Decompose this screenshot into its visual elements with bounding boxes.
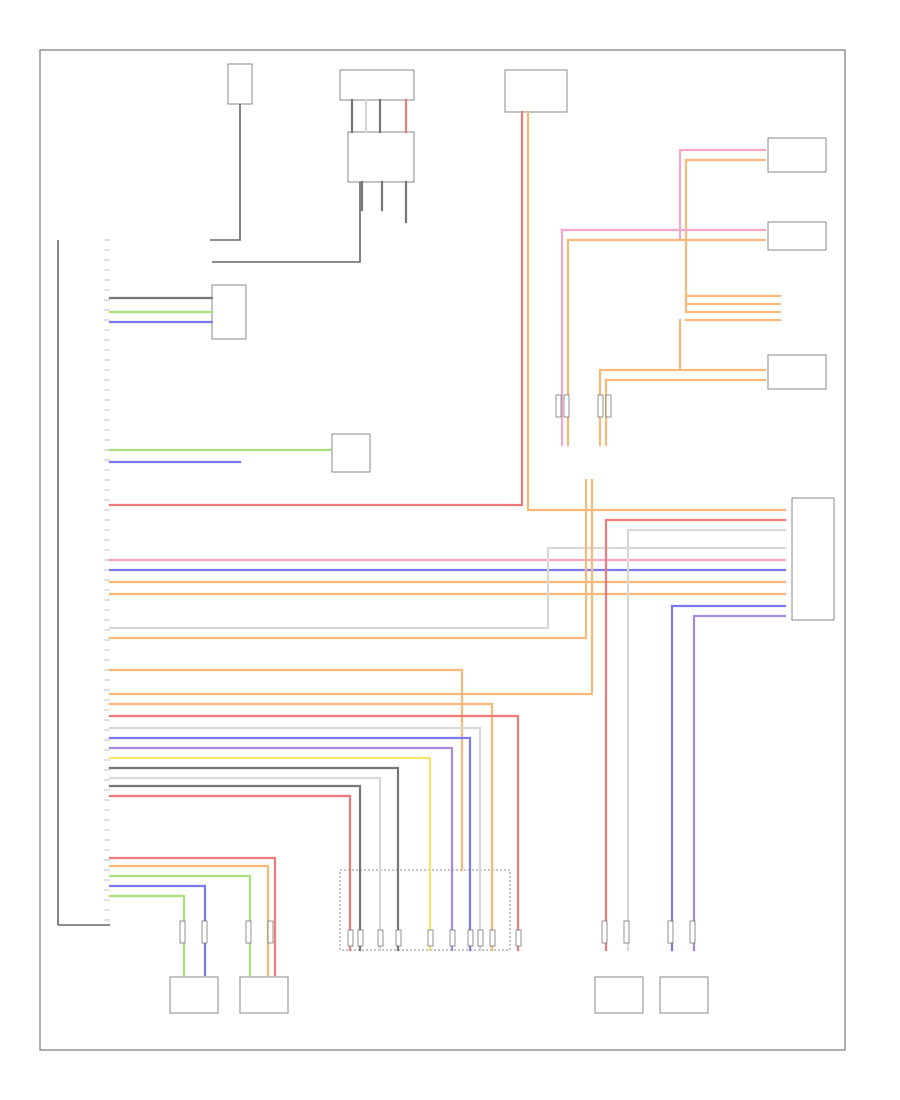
sub-lead-connector-3 <box>395 929 402 947</box>
sub-orange-b <box>108 702 494 952</box>
sub-lead-connector-8 <box>489 929 496 947</box>
sub-lead-connector-1 <box>357 929 364 947</box>
rr-door-speaker <box>659 976 709 1014</box>
fd-green-2 <box>108 894 186 977</box>
sub-white <box>108 726 482 952</box>
sub-violet <box>108 746 454 952</box>
lf-door-speaker <box>169 976 219 1014</box>
amp-out-violet <box>692 614 787 952</box>
riser-connector-2 <box>597 394 604 418</box>
speaker-lead-connector-4 <box>601 920 608 944</box>
bluetooth-module <box>211 284 247 340</box>
sub-red <box>108 714 520 952</box>
sub-orange <box>108 668 464 872</box>
fuse-riser-orange <box>526 110 787 512</box>
speaker-lead-connector-1 <box>201 920 208 944</box>
speaker-lead-connector-6 <box>667 920 674 944</box>
sub-lead-connector-4 <box>427 929 434 947</box>
sub-lead-connector-2 <box>377 929 384 947</box>
sub-lead-connector-9 <box>515 929 522 947</box>
lf-tweeter <box>767 137 827 173</box>
wires <box>57 98 787 977</box>
fd-red <box>108 856 277 977</box>
sub-lead-connector-6 <box>467 929 474 947</box>
sub-red-2 <box>108 794 352 952</box>
amp-out-white <box>626 528 787 952</box>
amp-out-blue <box>670 604 787 952</box>
fuse-riser-red <box>108 110 524 507</box>
fd-orange <box>108 864 270 977</box>
rf-door-speaker <box>239 976 289 1014</box>
riser-connector-0 <box>555 394 562 418</box>
sub-lead-connector-5 <box>449 929 456 947</box>
riser-connector-3 <box>605 394 612 418</box>
diagram-frame <box>39 49 846 1051</box>
connectors <box>179 394 696 947</box>
sub-gray-2 <box>108 784 362 952</box>
ground-wire-mirror <box>210 104 241 241</box>
sub-yellow <box>108 756 432 952</box>
speaker-lead-connector-3 <box>267 920 274 944</box>
riser-connector-1 <box>563 394 570 418</box>
sub-blue <box>108 736 472 952</box>
amp-in-orange-4 <box>108 478 594 696</box>
components <box>169 63 835 1014</box>
display-unit <box>331 433 371 473</box>
fd-blue <box>108 884 207 977</box>
amp-in-orange-3 <box>108 478 588 640</box>
amp-out-red <box>604 518 787 952</box>
speaker-lead-connector-0 <box>179 920 186 944</box>
radio-connector-pins <box>104 239 110 921</box>
sub-lead-connector-0 <box>347 929 354 947</box>
speaker-lead-connector-5 <box>623 920 630 944</box>
fuse-panel <box>504 69 568 113</box>
amplifier <box>791 497 835 621</box>
sub-lead-connector-7 <box>477 929 484 947</box>
sub-gray-1 <box>108 766 400 952</box>
speaker-lead-connector-2 <box>245 920 252 944</box>
overhead-console <box>339 69 415 101</box>
speaker-lead-connector-7 <box>689 920 696 944</box>
rf-tweeter <box>767 221 827 251</box>
ground-wire-console <box>212 182 361 263</box>
amp-in-white-1 <box>108 546 787 630</box>
overhead-console-module <box>347 131 415 183</box>
sub-white-2 <box>108 776 382 952</box>
subwoofer-connector <box>339 869 511 951</box>
lr-door-speaker <box>594 976 644 1014</box>
center-speaker <box>767 354 827 390</box>
rear-view-mirror-mic <box>227 63 253 105</box>
